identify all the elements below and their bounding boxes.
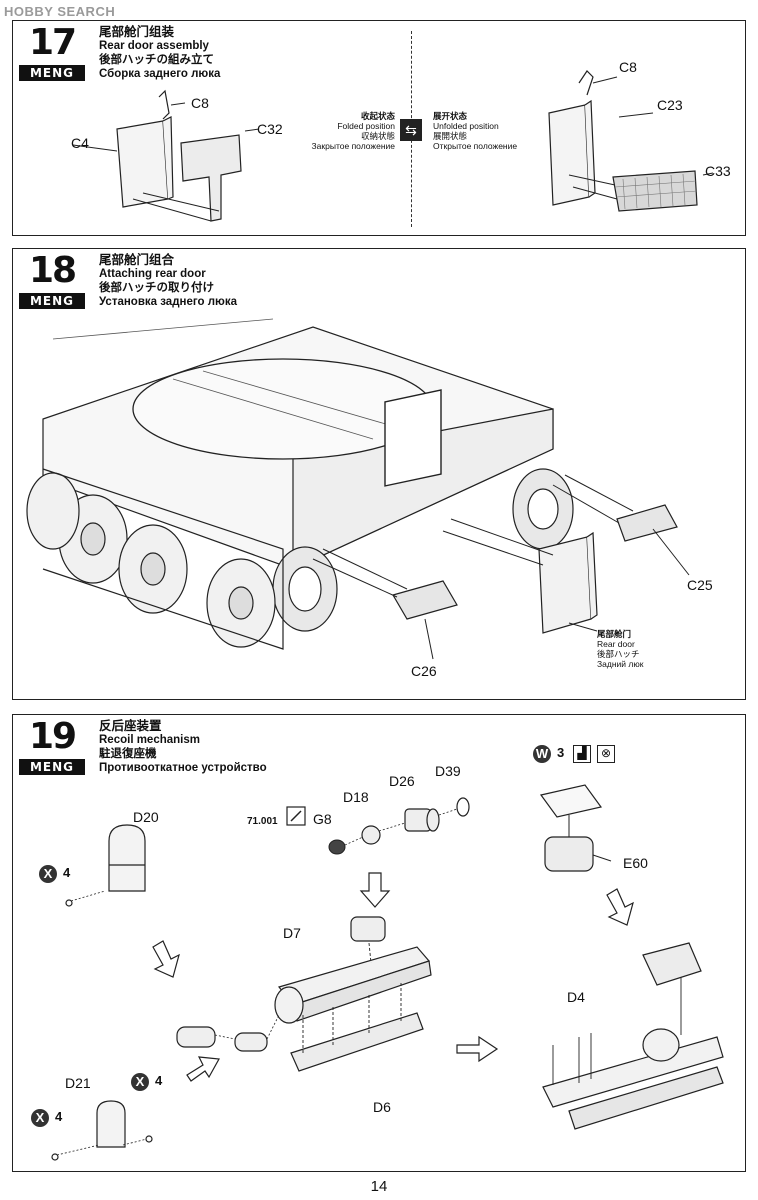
step-title-block: 反后座装置 Recoil mechanism 駐退復座機 Противоотка… [99,719,267,775]
label-d21: D21 [65,1075,91,1091]
step-badge: 19 MENG [13,715,91,777]
step-number: 18 [13,249,91,293]
brand-logo: MENG [19,65,85,81]
part-x-badge-left: X [39,865,57,883]
no-glue-icon: ⊗ [597,745,615,763]
label-d4: D4 [567,989,585,1005]
step-19-drawing [51,784,724,1161]
step-number: 19 [13,715,91,759]
label-c4: C4 [71,135,89,151]
part-w-count: 3 [557,745,565,760]
step-18-panel: 18 MENG 尾部舱门组合 Attaching rear door 後部ハッチ… [12,248,746,700]
label-d6: D6 [373,1099,391,1115]
part-d39-drawing [456,797,470,817]
part-x-badge-mid: X [131,1073,149,1091]
plate-c32-drawing [180,134,242,222]
part-x-count-mid: 4 [155,1073,163,1088]
title-cn: 尾部舱门组装 [99,25,175,39]
part-d26-drawing [404,808,440,832]
step-title-block: 尾部舱门组装 Rear door assembly 後部ハッチの組み立て Сбо… [99,25,220,81]
door-c4-drawing [116,89,174,208]
road-wheels [26,472,276,648]
final-assembly-drawing [542,942,724,1130]
part-g8-drawing [328,839,346,855]
flow-arrows [152,872,634,1082]
step-19-panel: 19 MENG 反后座装置 Recoil mechanism 駐退復座機 Про… [12,714,746,1172]
label-d18: D18 [343,789,369,805]
label-g8: G8 [313,811,332,827]
mesh-c33-drawing [612,170,698,212]
tray-d6-drawing [290,1012,424,1072]
step-number: 17 [13,21,91,65]
label-d39: D39 [435,763,461,779]
part-x-count-bottom: 4 [55,1109,63,1124]
label-c33: C33 [705,163,731,179]
sprocket-right [512,468,574,550]
title-cn: 反后座装置 [99,719,162,733]
part-d20-drawing [108,824,146,892]
brand-logo: MENG [19,293,85,309]
title-jp: 駐退復座機 [99,748,157,760]
unfolded-position-label: 展开状态 Unfolded position 展開状態 Открытое пол… [433,111,518,151]
label-d7: D7 [283,925,301,941]
label-c8-left: C8 [191,95,209,111]
brand-logo: MENG [19,759,85,775]
track [42,468,284,650]
step-18-drawing [26,318,690,660]
piston-parts [176,1026,268,1052]
part-e60-drawing [539,784,603,872]
step-badge: 18 MENG [13,249,91,311]
door-opening [384,389,442,487]
rear-door-part-drawing [538,531,598,634]
label-c32: C32 [257,121,283,137]
folded-position-label: 收起状态 Folded position 収納状態 Закрытое полож… [311,111,395,151]
page-number: 14 [370,1178,388,1195]
title-cn: 尾部舱门组合 [99,253,175,267]
label-c8-right: C8 [619,59,637,75]
door-right-drawing [548,70,596,206]
label-d26: D26 [389,773,415,789]
step-title-block: 尾部舱门组合 Attaching rear door 後部ハッチの取り付け Ус… [99,253,237,309]
part-c25-drawing [616,504,678,542]
title-en: Attaching rear door [99,268,206,280]
title-jp: 後部ハッチの組み立て [99,54,214,66]
paint-code: 71.001 [247,816,278,827]
swap-arrows-icon: ⇆ [400,119,422,141]
part-d18-drawing [361,825,381,845]
water-slide-icon: ▟ [573,745,591,763]
label-e60: E60 [623,855,648,871]
mount-drawing [350,916,386,942]
part-c26-drawing [392,580,458,620]
title-jp: 後部ハッチの取り付け [99,282,214,294]
title-ru: Установка заднего люка [99,296,237,308]
rear-door-label: 尾部舱门 Rear door 後部ハッチ Задний люк [597,629,644,669]
pins [51,899,153,1161]
label-d20: D20 [133,809,159,825]
label-c26: C26 [411,663,437,679]
title-en: Rear door assembly [99,40,209,52]
part-w-badge: W [533,745,551,763]
part-d21-drawing [96,1100,126,1148]
part-x-badge-bottom: X [31,1109,49,1127]
label-c23: C23 [657,97,683,113]
title-ru: Сборка заднего люка [99,68,221,80]
step-17-panel: 17 MENG 尾部舱门组装 Rear door assembly 後部ハッチの… [12,20,746,236]
part-x-count-left: 4 [63,865,71,880]
watermark-text: HOBBY SEARCH [4,4,116,19]
title-ru: Противооткатное устройство [99,762,267,774]
recoil-body-drawing [274,946,432,1024]
label-c25: C25 [687,577,713,593]
title-en: Recoil mechanism [99,734,200,746]
step-badge: 17 MENG [13,21,91,83]
step-17-drawing [72,70,714,222]
